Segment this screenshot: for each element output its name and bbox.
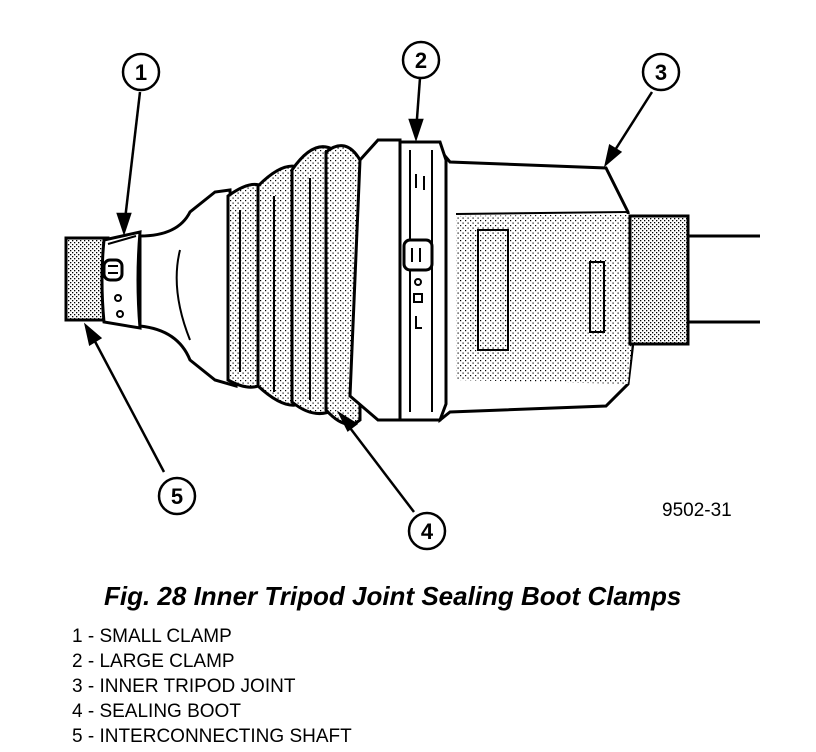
sealing-boot — [138, 144, 362, 426]
callout-3-label: 3 — [655, 60, 667, 85]
callout-2: 2 — [401, 40, 441, 80]
legend-item-inner-tripod-joint: 3 - INNER TRIPOD JOINT — [72, 676, 296, 697]
callout-4: 4 — [407, 511, 447, 551]
inner-tripod-joint — [348, 138, 760, 424]
callout-5: 5 — [157, 476, 197, 516]
legend: 1 - SMALL CLAMP 2 - LARGE CLAMP 3 - INNE… — [72, 624, 352, 749]
legend-item-small-clamp: 1 - SMALL CLAMP — [72, 626, 232, 647]
legend-item-sealing-boot: 4 - SEALING BOOT — [72, 701, 241, 722]
legend-item-large-clamp: 2 - LARGE CLAMP — [72, 651, 235, 672]
callout-4-label: 4 — [421, 519, 434, 544]
callout-2-label: 2 — [415, 48, 427, 73]
leader-lines — [83, 77, 654, 513]
figure-id: 9502-31 — [662, 500, 732, 521]
tripod-joint-illustration: 1 2 3 4 5 — [64, 40, 760, 551]
large-clamp — [398, 140, 448, 422]
callout-1: 1 — [121, 52, 161, 92]
callout-3: 3 — [641, 52, 681, 92]
figure-caption: Fig. 28 Inner Tripod Joint Sealing Boot … — [104, 581, 682, 611]
callout-5-label: 5 — [171, 484, 183, 509]
small-clamp — [100, 230, 142, 330]
legend-item-interconnecting-shaft: 5 - INTERCONNECTING SHAFT — [72, 726, 352, 747]
callout-1-label: 1 — [135, 60, 147, 85]
